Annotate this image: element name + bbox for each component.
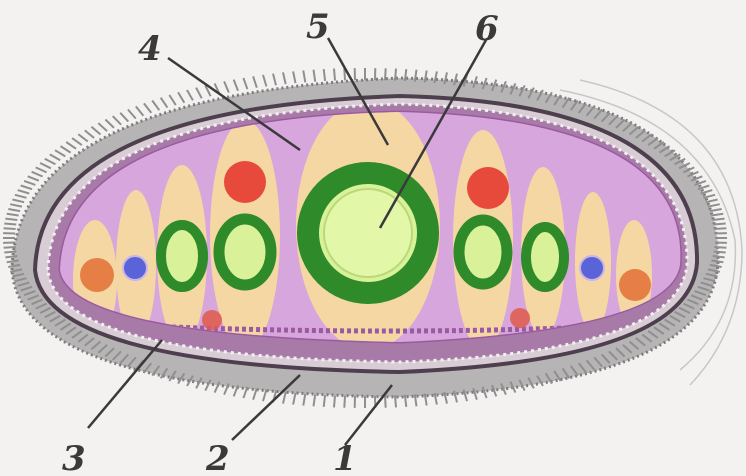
cilium <box>5 219 17 220</box>
cilium <box>334 395 335 407</box>
red-body <box>510 308 530 328</box>
cilium <box>395 395 396 407</box>
label-5: 5 <box>306 7 330 47</box>
red-body <box>80 258 114 292</box>
cilium <box>405 69 406 81</box>
blue-body <box>123 256 147 280</box>
cilium <box>385 396 386 408</box>
cilium <box>5 256 17 257</box>
green-ring <box>526 227 564 287</box>
red-body <box>619 269 651 301</box>
cilium <box>344 396 345 408</box>
label-6: 6 <box>475 9 499 49</box>
red-body <box>467 167 509 209</box>
green-ring <box>219 219 271 285</box>
cilium <box>4 252 16 253</box>
cilium <box>4 247 16 248</box>
label-4: 4 <box>138 29 162 69</box>
label-3: 3 <box>62 439 86 476</box>
cilium <box>714 247 726 248</box>
cilium <box>324 395 325 407</box>
cilium <box>405 395 406 407</box>
cilium <box>714 252 726 253</box>
cilium <box>714 224 726 225</box>
blue-body <box>580 256 604 280</box>
green-ring <box>161 225 203 287</box>
cilium <box>4 224 16 225</box>
label-1: 1 <box>333 439 357 476</box>
macronucleus-core <box>324 189 412 277</box>
cilium <box>713 219 725 220</box>
cilium <box>324 69 325 81</box>
cilium <box>714 228 726 229</box>
red-body <box>202 310 222 330</box>
cilium <box>385 68 386 80</box>
red-body <box>224 161 266 203</box>
cilium <box>4 228 16 229</box>
label-2: 2 <box>205 439 230 476</box>
cilium <box>334 69 335 81</box>
cilium <box>395 69 396 81</box>
green-ring <box>459 220 507 284</box>
cilium <box>713 256 725 257</box>
